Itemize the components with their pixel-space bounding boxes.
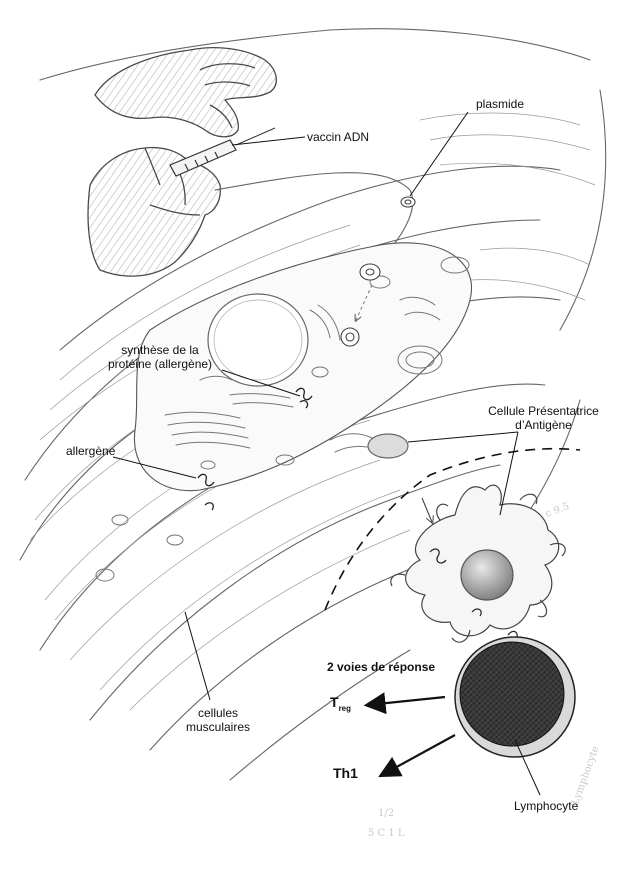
label-apc-line1: Cellule Présentatrice: [488, 404, 599, 418]
handwritten-note-d: 5 C 1 L: [368, 828, 405, 839]
antigen-presenting-cell: [367, 433, 566, 643]
plasmids: [340, 196, 416, 347]
label-synthesis-line2: protéine (allergène): [107, 357, 213, 371]
label-pathways: 2 voies de réponse: [327, 660, 436, 674]
organelles: [95, 256, 470, 582]
muscle-cell: [133, 242, 472, 492]
label-synthesis-line1: synthèse de la: [121, 343, 199, 357]
label-muscle-line1: cellules: [197, 706, 239, 720]
label-vaccine: vaccin ADN: [307, 130, 370, 144]
ribosome: [197, 387, 313, 511]
tissue-boundary: [324, 447, 581, 611]
label-th1: Th1: [333, 765, 358, 781]
hands: [87, 47, 277, 277]
label-plasmid: plasmide: [476, 97, 525, 111]
label-lymphocyte: Lymphocyte: [514, 799, 579, 813]
muscle-fibers: [29, 112, 596, 711]
label-apc: Cellule Présentatrice d’Antigène: [481, 404, 606, 432]
handwritten-note-c: 1/2: [378, 808, 395, 819]
leader-lines: [112, 111, 541, 796]
label-muscle-cells: cellules musculaires: [178, 706, 258, 734]
label-muscle-line2: musculaires: [185, 720, 251, 734]
label-treg-sub: reg: [338, 704, 352, 713]
label-allergen: allergène: [66, 444, 116, 458]
response-arrows: [363, 692, 456, 778]
label-treg-main: T: [330, 694, 339, 710]
syringe: [169, 127, 276, 177]
label-treg: Treg: [330, 694, 352, 713]
lymphocyte-cell: [454, 636, 576, 758]
plasmid-path: [356, 284, 373, 320]
migration-arrow: [421, 497, 432, 522]
label-apc-line2: d’Antigène: [515, 418, 572, 432]
label-synthesis: synthèse de la protéine (allergène): [95, 343, 225, 371]
